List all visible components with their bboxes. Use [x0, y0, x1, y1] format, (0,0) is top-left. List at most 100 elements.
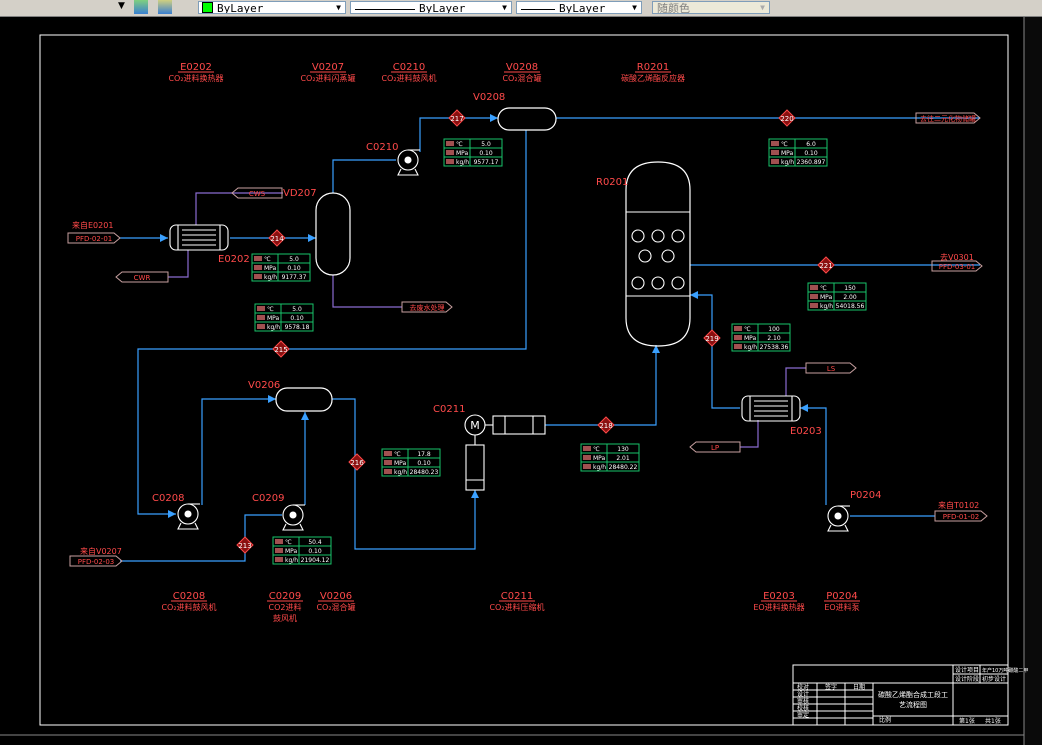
- lineweight-control[interactable]: ByLayer ▼: [516, 1, 642, 14]
- vd207-drum[interactable]: [315, 192, 351, 276]
- flow-arrow-icon: [168, 510, 176, 518]
- unit-cell: kg/h: [267, 324, 280, 331]
- value-cell: 0.10: [290, 315, 304, 322]
- stream-number: 220: [780, 115, 793, 123]
- connector-label: 去往二元化物储罐: [920, 114, 976, 123]
- unit-cell: ℃: [593, 446, 600, 453]
- connector-in-v0207-a: 来自V0207: [80, 546, 122, 556]
- title-cell: 校对: [797, 683, 809, 691]
- unit-cell: ℃: [264, 256, 271, 263]
- e0202-exchanger[interactable]: [169, 224, 229, 251]
- stage-label: 设计阶段: [955, 675, 979, 683]
- motor-m-icon: M: [470, 419, 480, 432]
- chevron-down-icon[interactable]: ▼: [502, 3, 507, 12]
- line-vd207-to-c0210: [332, 159, 396, 193]
- stage-value: 初步设计: [982, 675, 1006, 683]
- stream-number: 217: [450, 115, 463, 123]
- off-page-connectors: 去往二元化物储罐来自E0201PFD-02-01CWSCWR去废水处理去V030…: [67, 112, 988, 567]
- c0211-compressor[interactable]: [464, 414, 546, 491]
- value-cell: 2.01: [616, 455, 630, 462]
- color-value: ByLayer: [217, 2, 264, 14]
- connector-cw-in: CWS: [231, 187, 283, 199]
- unit-cell: kg/h: [285, 557, 298, 564]
- connector-label: CWS: [249, 190, 266, 198]
- value-cell: 17.8: [417, 451, 431, 458]
- stream-number: 221: [819, 262, 832, 270]
- unit-cell: kg/h: [264, 274, 277, 281]
- flow-arrow-icon: [690, 291, 698, 299]
- line-219: [690, 294, 740, 409]
- layer-previous-icon[interactable]: [158, 0, 172, 14]
- connector-label: LP: [711, 444, 719, 452]
- e0203-exchanger[interactable]: [741, 395, 801, 422]
- connector-out-v0301-b: PFD-03-01: [931, 260, 983, 272]
- linetype-sample-icon: [355, 8, 415, 10]
- cws-line: [195, 192, 283, 225]
- plotstyle-value: 随颜色: [657, 2, 690, 14]
- v0208-drum[interactable]: [497, 107, 557, 131]
- unit-cell: kg/h: [744, 344, 757, 351]
- lineweight-value: ByLayer: [559, 2, 606, 14]
- r0201-reactor[interactable]: [625, 161, 691, 347]
- chevron-down-icon[interactable]: ▼: [336, 3, 341, 12]
- connector-cw-out: CWR: [115, 271, 169, 283]
- p0204-pump-icon[interactable]: [827, 505, 850, 532]
- v0206-drum[interactable]: [275, 387, 333, 412]
- unit-cell: MPa: [781, 150, 794, 157]
- unit-cell: ℃: [456, 141, 463, 148]
- c0208-pump-icon[interactable]: [177, 503, 200, 530]
- chevron-down-icon[interactable]: ▼: [632, 3, 637, 12]
- unit-cell: MPa: [285, 548, 298, 555]
- legend-desc: CO₂混合罐: [502, 73, 541, 83]
- value-cell: 28480.22: [609, 464, 638, 471]
- value-cell: 27538.36: [760, 344, 789, 351]
- plotstyle-control[interactable]: 随颜色 ▼: [652, 1, 770, 14]
- color-swatch-icon: [202, 2, 213, 13]
- c0210-pump-icon[interactable]: [397, 149, 420, 176]
- value-cell: 2.00: [843, 294, 857, 301]
- flow-arrow-icon: [308, 234, 316, 242]
- color-control[interactable]: ByLayer ▼: [198, 1, 346, 14]
- connector-label: LS: [827, 365, 836, 373]
- title-block: 校对签字日期设计审核校核审定碳酸乙烯酯合成工段工艺流程图比例设计项目年产10万吨…: [792, 664, 1028, 726]
- stream-number: 219: [705, 335, 718, 343]
- properties-toolbar: ▼ ByLayer ▼ ByLayer ▼ ByLayer ▼ 随颜色 ▼: [0, 0, 1042, 17]
- unit-cell: kg/h: [820, 303, 833, 310]
- layer-states-icon[interactable]: [134, 0, 148, 14]
- connector-waste: 去废水处理: [401, 301, 453, 313]
- utility-lines: [168, 192, 806, 448]
- c0209-pump-icon[interactable]: [282, 504, 305, 531]
- connector-in-t0102-a: 来自T0102: [938, 500, 979, 510]
- legend-tag: C0211: [501, 591, 533, 602]
- ratio-label: 比例: [879, 716, 891, 724]
- tag-v0208: V0208: [473, 92, 505, 103]
- unit-cell: MPa: [820, 294, 833, 301]
- waste-line: [332, 275, 402, 308]
- value-cell: 6.0: [806, 141, 816, 148]
- value-cell: 0.10: [417, 460, 431, 467]
- title-cell: 设计: [797, 690, 809, 698]
- drawing-name: 碳酸乙烯酯合成工段工: [878, 690, 948, 699]
- stream-number: 218: [599, 422, 612, 430]
- stream-number: 214: [270, 235, 284, 243]
- stream-number: 216: [350, 459, 364, 467]
- linetype-control[interactable]: ByLayer ▼: [350, 1, 512, 14]
- drawing-canvas[interactable]: E0202CO₂进料换热器V0207CO₂进料闪蒸罐C0210CO₂进料鼓风机V…: [0, 17, 1042, 745]
- legend-desc: CO2进料: [269, 602, 302, 612]
- chevron-down-icon[interactable]: ▼: [760, 3, 765, 12]
- linetype-value: ByLayer: [419, 2, 466, 14]
- dropdown-arrow-icon[interactable]: ▼: [118, 1, 125, 11]
- unit-cell: ℃: [820, 285, 827, 292]
